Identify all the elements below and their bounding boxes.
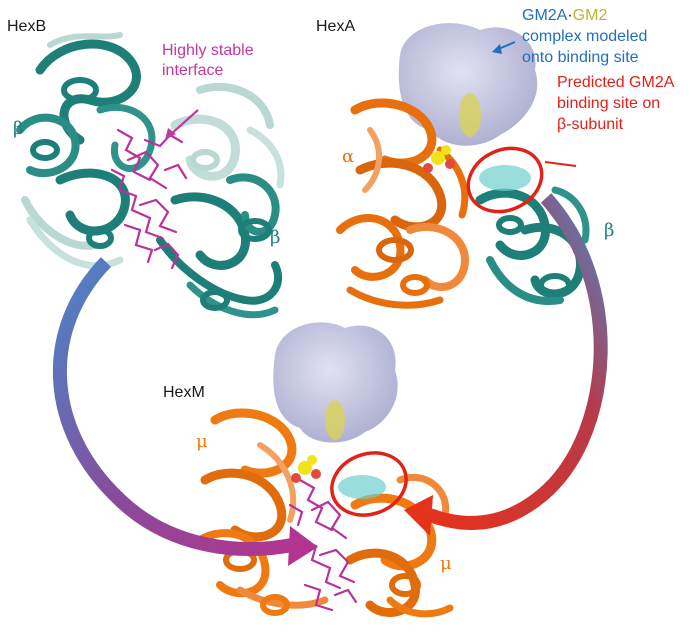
hexb-structure xyxy=(16,32,285,319)
hexa-cyan-contact-patch xyxy=(479,165,531,191)
hexa-alpha-label: α xyxy=(342,146,355,167)
hexb-beta-left-subunit xyxy=(16,32,156,270)
hexm-mu-right-label: μ xyxy=(440,553,452,574)
hexa-to-hexm-arrow xyxy=(404,193,608,536)
hexm-gm2-lipid xyxy=(325,400,345,440)
predicted-site-label-line3: β-subunit xyxy=(557,116,624,133)
stable-interface-label-line2: interface xyxy=(162,62,224,79)
hexa-beta-subunit xyxy=(475,186,590,305)
hexa-gm2-lipid xyxy=(459,93,481,137)
predicted-leader-line xyxy=(544,161,577,167)
interface-pointer-arrowhead xyxy=(165,128,176,140)
predicted-site-label-line1: Predicted GM2A xyxy=(557,74,675,91)
hexm-title: HexM xyxy=(163,384,205,401)
hexa-predicted-site-ring xyxy=(466,146,544,214)
hexb-beta-right-label: β xyxy=(270,227,281,248)
complex-label-line3: onto binding site xyxy=(522,49,639,66)
hexb-beta-left-label: β xyxy=(13,118,24,139)
complex-label-dot: · xyxy=(567,7,573,24)
hexa-structure xyxy=(336,23,590,309)
predicted-site-label-line2: binding site on xyxy=(557,95,661,112)
hexm-mu-left-label: μ xyxy=(196,431,208,452)
complex-label-line2: complex modeled xyxy=(522,28,648,45)
hexm-structure xyxy=(196,322,454,618)
hexa-title: HexA xyxy=(316,18,356,35)
hexa-gm2a-surface xyxy=(398,23,538,146)
hexb-to-hexm-arrow xyxy=(52,257,318,566)
stable-interface-label-line1: Highly stable xyxy=(162,42,254,59)
interface-pointer-arrow xyxy=(169,109,199,136)
complex-label-gm2a: GM2A xyxy=(522,7,568,24)
complex-label-gm2: GM2 xyxy=(572,7,608,24)
hexb-beta-right-subunit xyxy=(156,82,285,319)
hexb-interface-residues xyxy=(110,128,188,270)
hexb-title: HexB xyxy=(7,18,47,35)
hexm-mu-left-subunit xyxy=(196,408,329,616)
complex-pointer-arrowhead xyxy=(492,44,502,54)
hexa-beta-label: β xyxy=(604,220,615,241)
hexm-gm2a-surface xyxy=(273,322,398,443)
complex-label-line1: GM2A·GM2 xyxy=(522,7,607,25)
hexa-ligand xyxy=(423,145,455,173)
hexm-cyan-contact-patch xyxy=(338,475,386,499)
hexm-predicted-site-ring xyxy=(330,451,408,517)
hexm-ligand xyxy=(291,455,321,483)
